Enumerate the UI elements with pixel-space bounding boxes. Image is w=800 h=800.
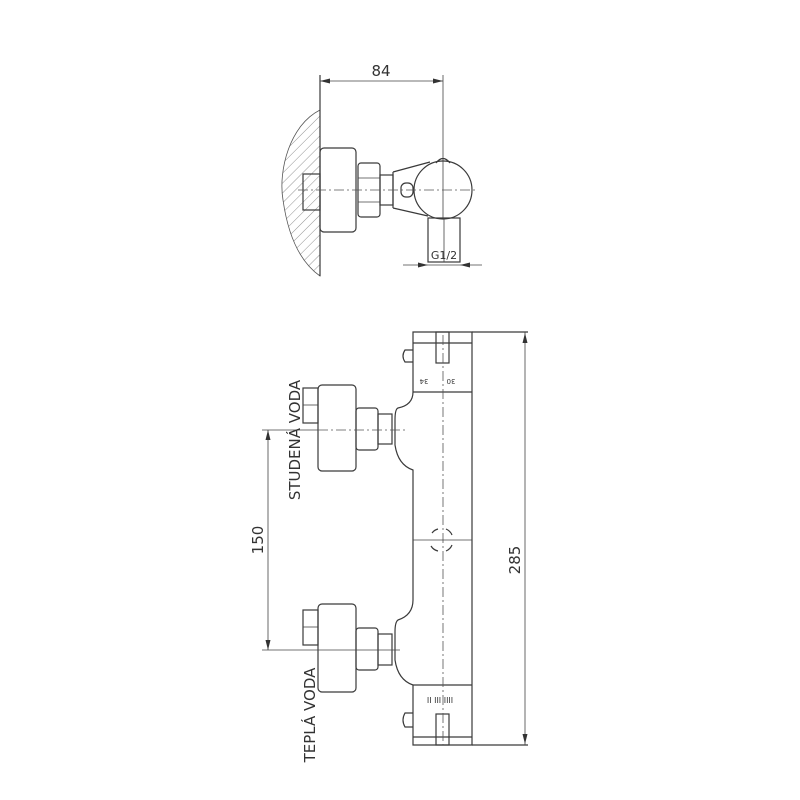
thread-label: G1/2: [431, 249, 457, 262]
temp-mark-34: 34: [419, 377, 428, 385]
center-mark: [413, 528, 472, 552]
hot-inlet-fitting: [302, 603, 400, 693]
dimension-g12: G1/2: [403, 249, 482, 268]
flow-marks: II III IIII: [427, 696, 453, 705]
dimension-84: 84: [320, 62, 443, 84]
front-view: 34 30 II III IIII: [249, 331, 528, 764]
hot-water-label: TEPLÁ VODA: [300, 667, 319, 764]
cold-inlet-fitting: [302, 384, 405, 472]
dimension-84-label: 84: [371, 62, 390, 80]
top-view: 84 G1/2: [281, 62, 482, 277]
dimension-285: 285: [506, 332, 528, 745]
cold-water-label: STUDENÁ VODA: [285, 379, 304, 500]
dimension-285-label: 285: [506, 546, 524, 575]
mixer-body: [394, 331, 473, 746]
dimension-150-label: 150: [249, 526, 267, 555]
wall-section: [281, 109, 321, 277]
dimension-150: 150: [249, 429, 330, 651]
temp-mark-30: 30: [447, 377, 456, 385]
